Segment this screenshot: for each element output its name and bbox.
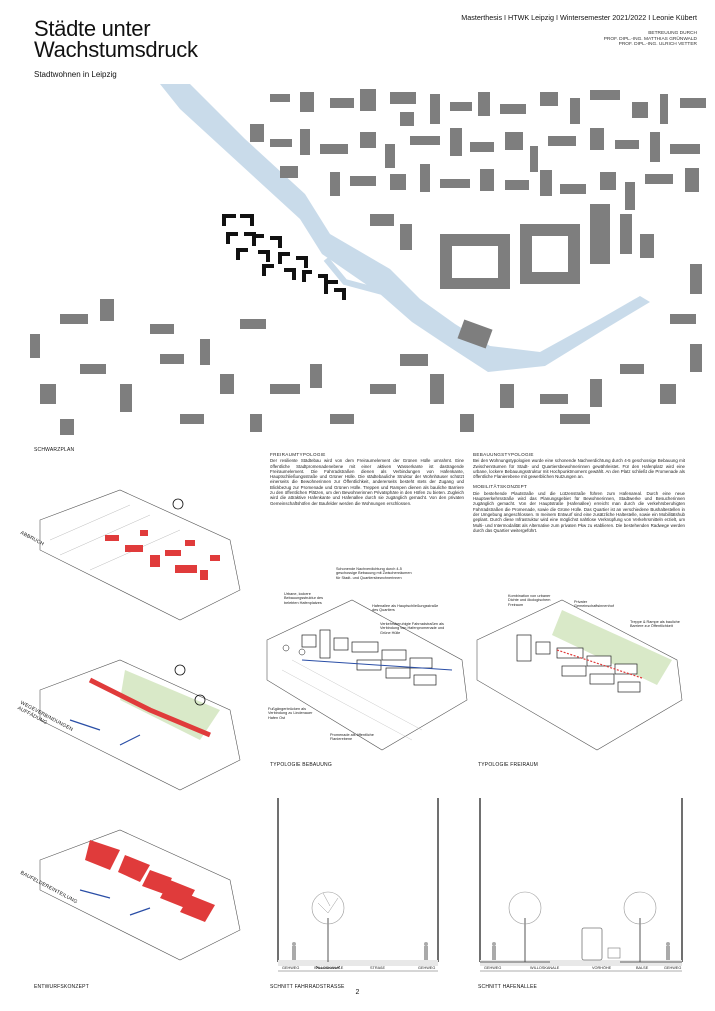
page-title: Städte unter Wachstumsdruck: [34, 16, 294, 62]
supervision-label: BETREUUNG DURCH: [648, 31, 697, 37]
caption-schnitt-hafenallee: SCHNITT HAFENALLEE: [478, 984, 538, 990]
city-buildings: [30, 89, 706, 435]
page-number: 2: [355, 989, 360, 996]
section2-label-1: GEHWEG: [484, 966, 502, 970]
annot-bebauung-5: Fußgängerbrücken als Verbindung zu Linde…: [268, 707, 313, 720]
section-fahrradstrasse: [277, 798, 439, 972]
thesis-meta: Masterthesis I HTWK Leipzig I Winterseme…: [461, 14, 697, 48]
project-buildings: [222, 214, 346, 300]
body-bebauung: Bei den Wohnungstypologien wurde eine sc…: [473, 458, 685, 480]
caption-schwarzplan: SCHWARZPLAN: [34, 447, 75, 453]
annot-freiraum-1: Kombination von urbaner Dichte und ökolo…: [508, 594, 551, 607]
body-mobilitaet: Die bestehende Plautstraße und die Lütze…: [473, 490, 685, 533]
concept-diagrams: [39, 489, 241, 961]
diagram-wege: [39, 659, 241, 791]
title-line-1: Städte unter: [34, 16, 151, 41]
section1-label-2: WILLOSKANALE: [314, 966, 344, 970]
body-freiraum: Der resiliente Städtebau wird von dem Fr…: [270, 458, 464, 506]
section2-label-3: VORHÖHE: [592, 966, 612, 970]
section1-label-4: GEHWEG: [418, 966, 436, 970]
supervisor-2: PROF. DIPL.-ING. ULRICH VETTER: [618, 42, 697, 48]
section2-label-2: WILLOSKANALE: [530, 966, 560, 970]
section2-label-5: GEHWEG: [664, 966, 682, 970]
caption-typologie-freiraum: TYPOLOGIE FREIRAUM: [478, 762, 538, 768]
diagram-baufelder: [39, 829, 241, 961]
annot-freiraum-3: Treppe & Rampe als bauliche Barriere zur…: [630, 620, 680, 629]
annot-bebauung-6: Promenade als öffentliche Flanierebene: [330, 733, 374, 742]
annot-bebauung-3: Hafenallee als Hauptschließungsstraße de…: [372, 604, 439, 613]
title-line-2: Wachstumsdruck: [34, 37, 198, 62]
heading-bebauung: BEBAUUNGSTYPOLOGIE: [473, 452, 534, 457]
section1-label-3: STRAßE: [370, 966, 385, 970]
axonometry-bebauung: [266, 599, 468, 751]
harbour-canal: [160, 84, 650, 372]
caption-entwurfskonzept: ENTWURFSKONZEPT: [34, 984, 89, 990]
annot-freiraum-2: Privater Gemeinschaftsinnenhof: [574, 600, 614, 609]
heading-mobilitaet: MOBILITÄTSKONZEPT: [473, 484, 528, 490]
text-bebauungstypologie: BEBAUUNGSTYPOLOGIE Bei den Wohnungstypol…: [473, 452, 685, 533]
text-freiraumtypologie: FREIRAUMTYPOLOGIE Der resiliente Städteb…: [270, 452, 464, 506]
diagram-abbruch: [39, 489, 241, 621]
caption-typologie-bebauung: TYPOLOGIE BEBAUUNG: [270, 762, 332, 768]
section1-label-1: GEHWEG: [282, 966, 300, 970]
heading-freiraum: FREIRAUMTYPOLOGIE: [270, 452, 326, 457]
thesis-info: Masterthesis I HTWK Leipzig I Winterseme…: [461, 13, 697, 22]
annot-bebauung-1: Schonende Nachverdichtung durch 4-5 gesc…: [336, 567, 412, 580]
section2-label-4: BALSE: [636, 966, 649, 970]
caption-schnitt-fahrradstrasse: SCHNITT FAHRRADSTRASSE: [270, 984, 345, 990]
page-subtitle: Stadtwohnen in Leipzig: [34, 70, 117, 79]
annot-bebauung-2: Urbane, lockere Bebauungsstruktur des be…: [284, 592, 324, 605]
figure-ground-map: [0, 84, 715, 442]
annot-bebauung-4: Verkehrsberuhigte Fahrradstraßen als Ver…: [380, 622, 445, 635]
axonometry-freiraum: [476, 599, 683, 751]
section-hafenallee: [479, 798, 683, 972]
supervisor-1: PROF. DIPL.-ING. MATTHIAS GRÜNWALD: [603, 36, 697, 42]
